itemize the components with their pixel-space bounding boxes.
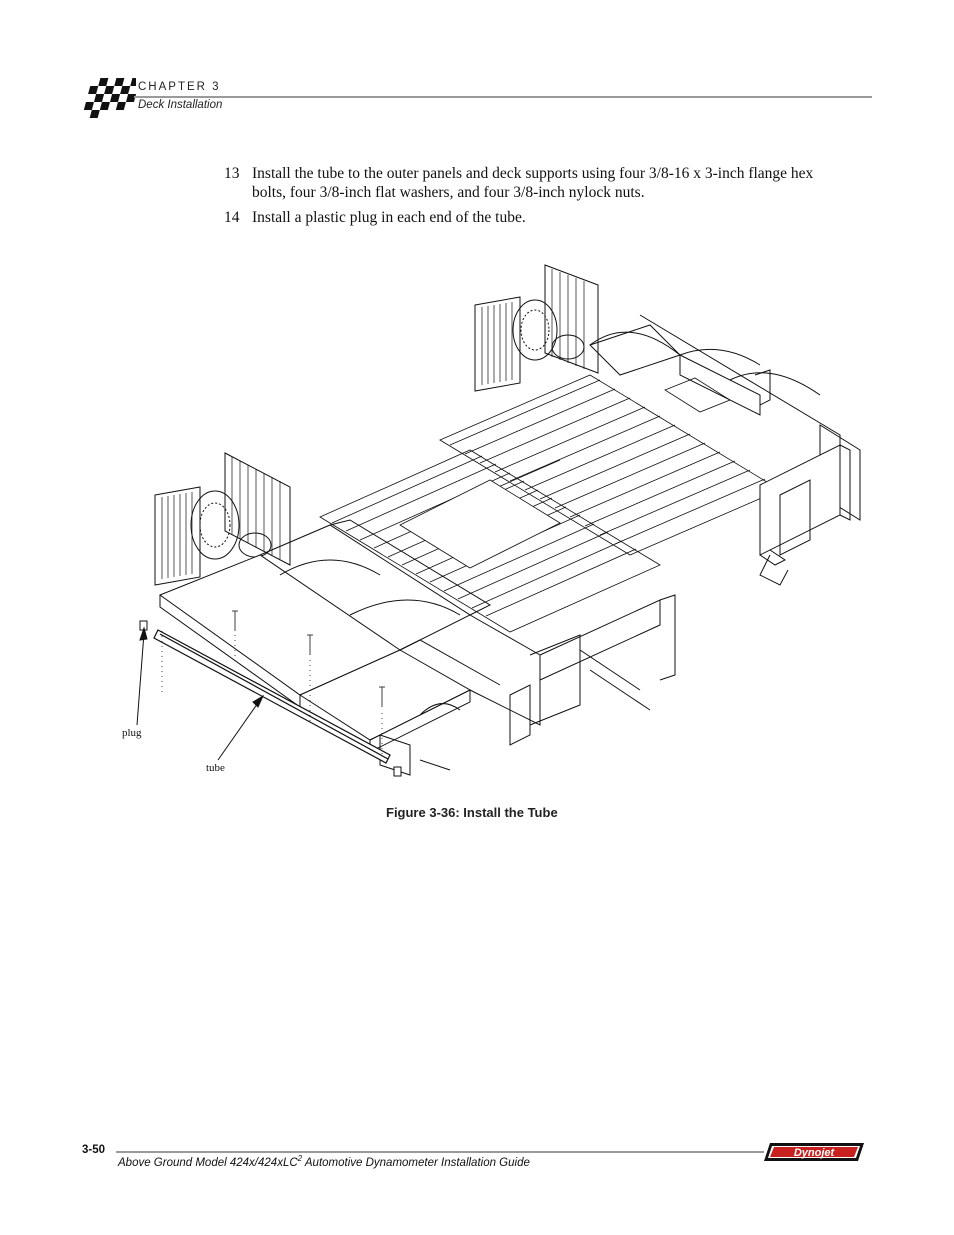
figure-caption: Figure 3-36: Install the Tube <box>386 805 558 820</box>
dyno-deck-illustration: plug tube <box>122 264 861 777</box>
plug-callout-label: plug <box>122 727 142 739</box>
front-roll-assembly <box>154 452 291 586</box>
page-number: 3-50 <box>82 1144 106 1156</box>
step-number: 14 <box>224 209 240 226</box>
tube <box>153 629 391 764</box>
front-cover-plates <box>158 519 676 776</box>
dynojet-logo: Dynojet <box>764 1143 864 1161</box>
header-rule <box>134 96 872 98</box>
instruction-steps: 13 Install the tube to the outer panels … <box>224 164 824 233</box>
section-title: Deck Installation <box>138 99 223 111</box>
brand-text: Dynojet <box>794 1147 836 1159</box>
step-item: 13 Install the tube to the outer panels … <box>224 164 824 202</box>
step-text: Install a plastic plug in each end of th… <box>252 209 526 226</box>
tube-callout-label: tube <box>206 762 225 774</box>
step-text: Install the tube to the outer panels and… <box>252 165 814 201</box>
checkered-flag-logo <box>83 78 136 118</box>
footer-rule <box>116 1151 764 1153</box>
rear-roll-assembly <box>474 264 861 521</box>
guide-title: Above Ground Model 424x/424xLC2 Automoti… <box>118 1154 530 1169</box>
right-frame <box>759 444 851 586</box>
callout-arrows <box>136 626 265 761</box>
step-item: 14 Install a plastic plug in each end of… <box>224 208 824 227</box>
middle-rails <box>319 449 661 633</box>
chapter-label: CHAPTER 3 <box>138 81 221 93</box>
step-number: 13 <box>224 165 240 182</box>
